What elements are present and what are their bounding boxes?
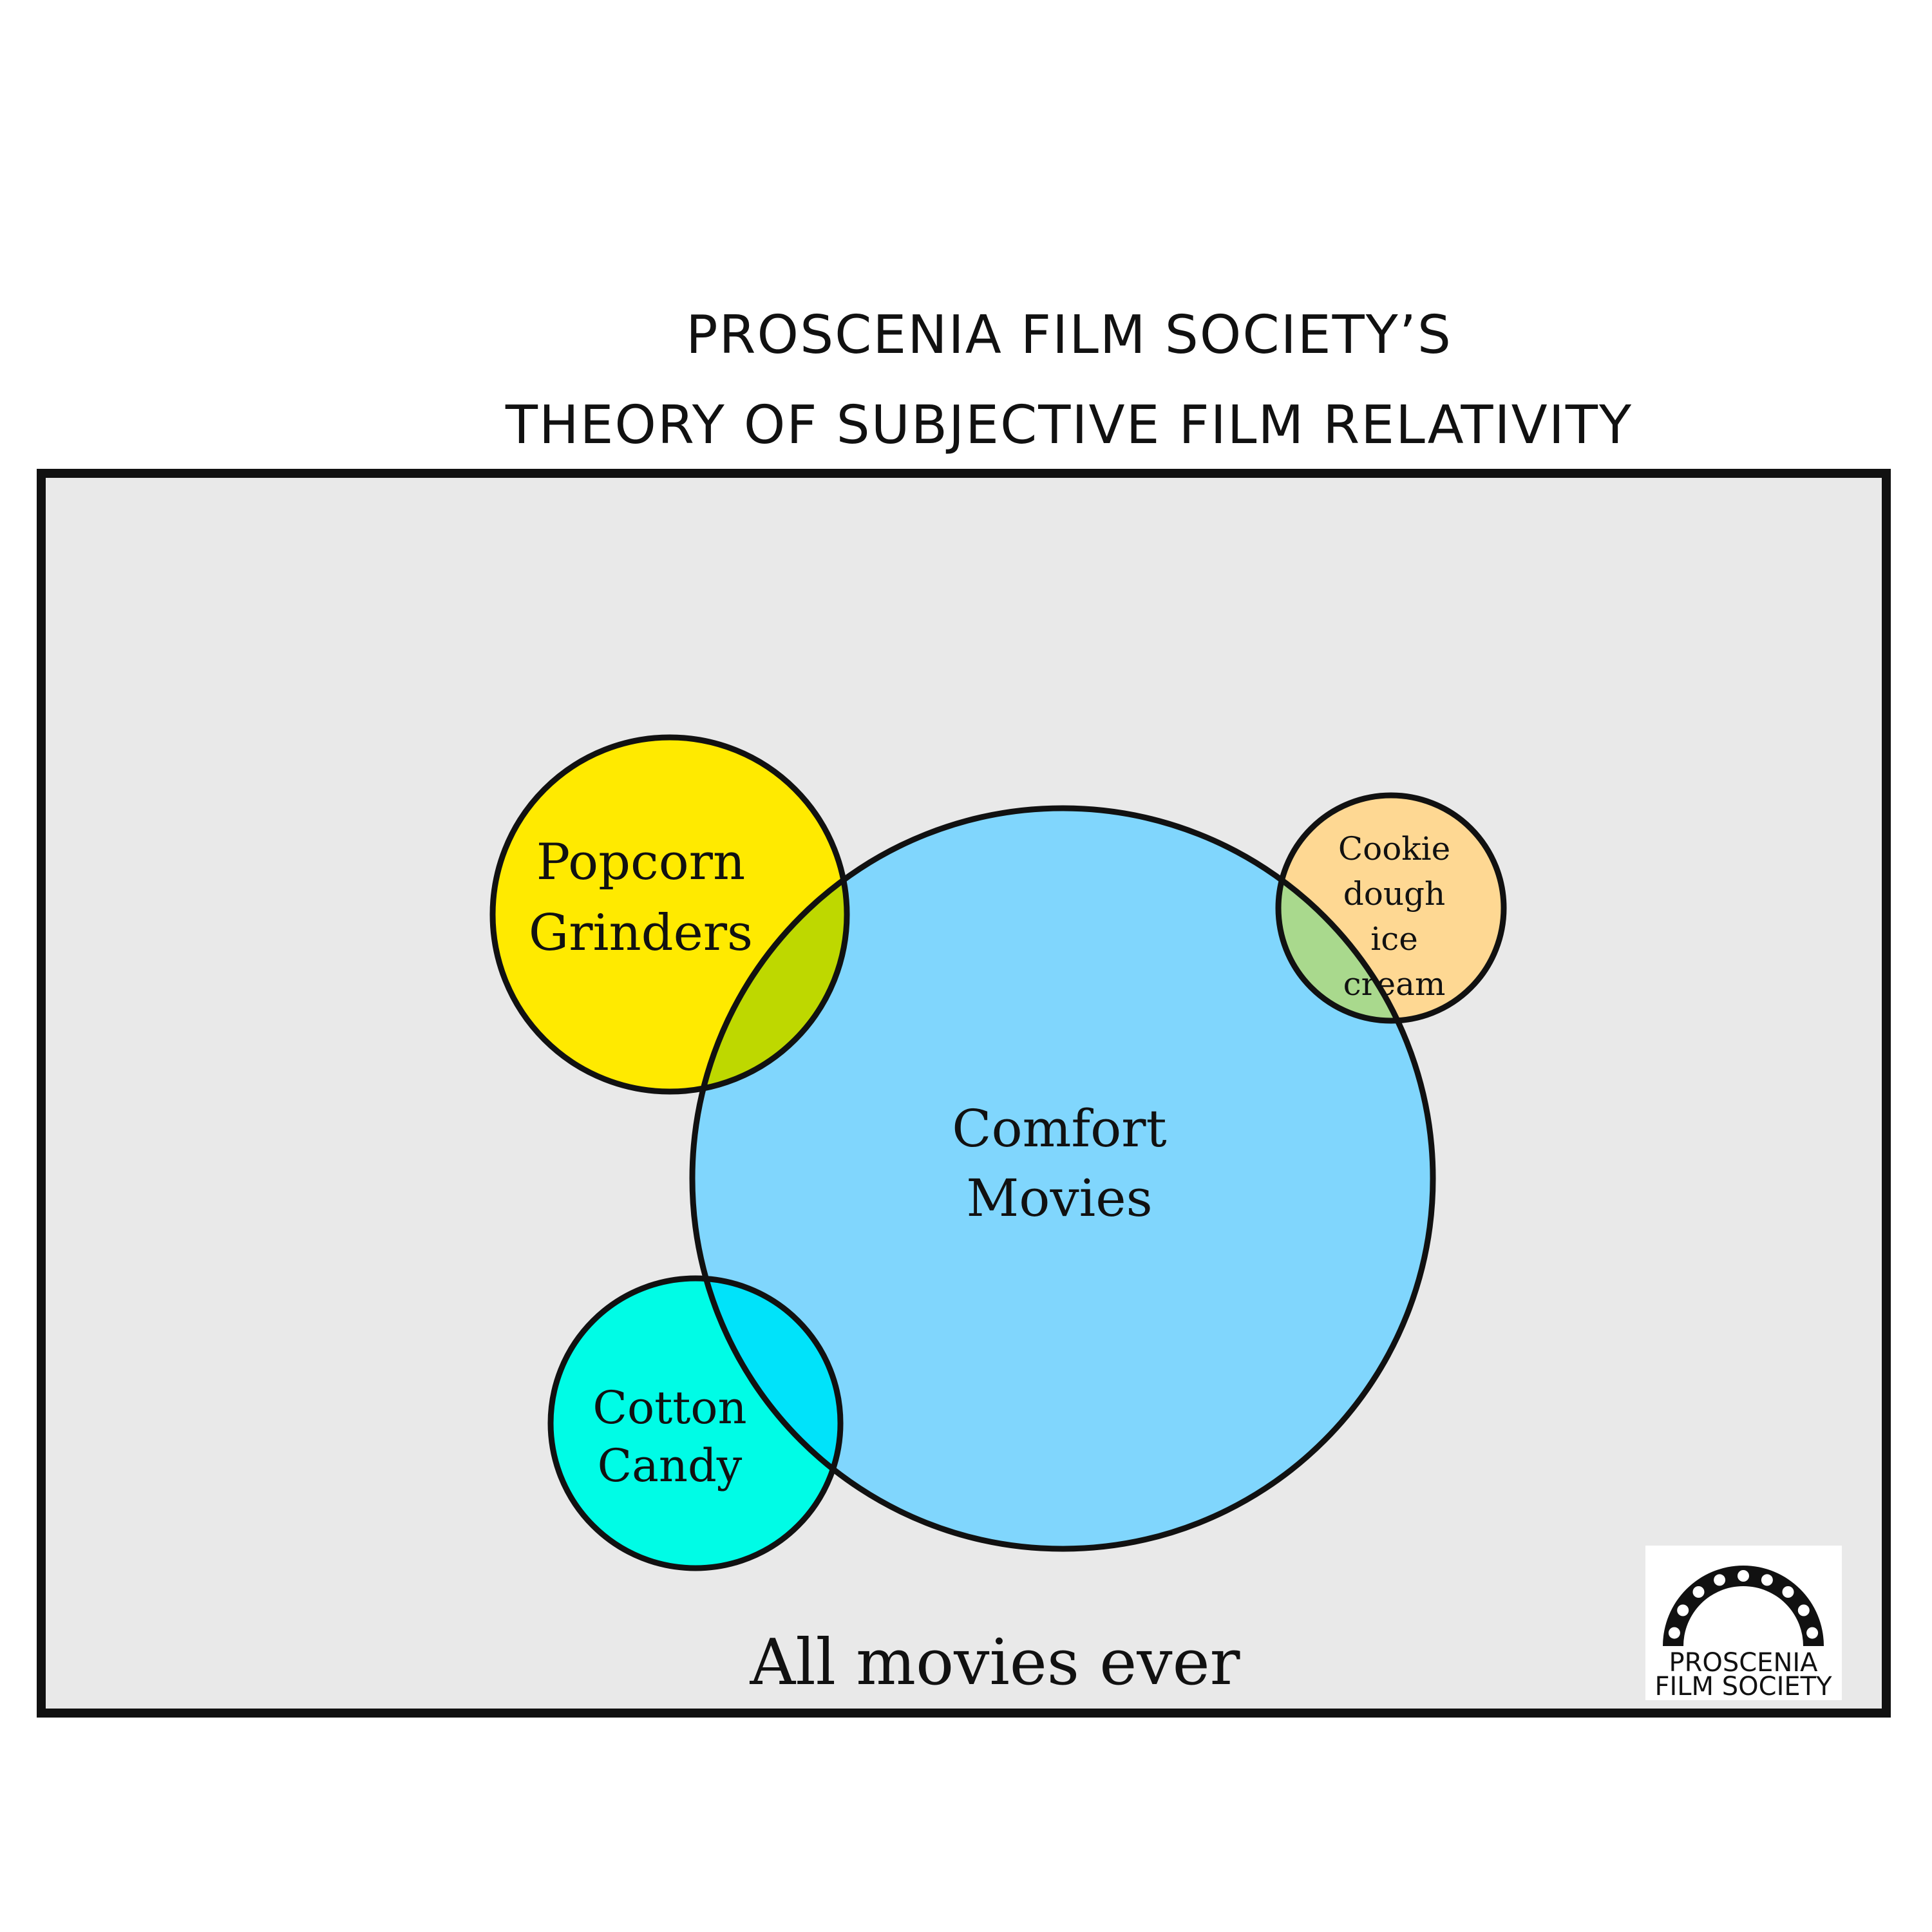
proscenia-logo: PROSCENIA FILM SOCIETY bbox=[1645, 1546, 1842, 1701]
film-perforation-dot bbox=[1668, 1627, 1680, 1639]
cookie-dough-label-4: cream bbox=[1343, 965, 1446, 1003]
title-line-1: PROSCENIA FILM SOCIETY’S bbox=[686, 305, 1452, 366]
comfort-movies-circle bbox=[692, 808, 1433, 1549]
logo-text-line-1: PROSCENIA bbox=[1669, 1648, 1818, 1678]
cotton-candy-label-1: Cotton bbox=[592, 1381, 746, 1434]
film-reel-arch-icon bbox=[1663, 1566, 1824, 1646]
film-perforation-dot bbox=[1738, 1570, 1749, 1582]
popcorn-grinders-label-1: Popcorn bbox=[536, 833, 745, 891]
film-perforation-dot bbox=[1761, 1574, 1773, 1586]
comfort-movies-label-2: Movies bbox=[966, 1168, 1152, 1228]
film-perforation-dot bbox=[1677, 1604, 1689, 1616]
cookie-dough-outline bbox=[1275, 792, 1507, 1024]
film-perforation-dot bbox=[1714, 1574, 1726, 1586]
comfort-movies-outline bbox=[689, 805, 1436, 1552]
film-perforation-dot bbox=[1797, 1604, 1810, 1616]
cookie-dough-label-1: Cookie bbox=[1338, 830, 1450, 867]
comfort-movies-label-1: Comfort bbox=[952, 1099, 1166, 1159]
title-line-2: THEORY OF SUBJECTIVE FILM RELATIVITY bbox=[505, 395, 1633, 456]
cookie-dough-label-2: dough bbox=[1343, 875, 1446, 913]
film-perforation-dot bbox=[1782, 1586, 1794, 1598]
popcorn-grinders-outline bbox=[489, 734, 850, 1095]
cotton-candy-label-2: Candy bbox=[598, 1439, 743, 1492]
logo-text-line-2: FILM SOCIETY bbox=[1654, 1672, 1832, 1701]
cookie-dough-label-3: ice bbox=[1370, 920, 1418, 958]
film-perforation-icon bbox=[1668, 1570, 1819, 1639]
popcorn-grinders-label-2: Grinders bbox=[529, 904, 753, 962]
all-movies-label: All movies ever bbox=[750, 1626, 1240, 1700]
film-perforation-dot bbox=[1692, 1586, 1705, 1598]
film-perforation-dot bbox=[1806, 1627, 1819, 1639]
cotton-candy-outline bbox=[547, 1275, 844, 1571]
